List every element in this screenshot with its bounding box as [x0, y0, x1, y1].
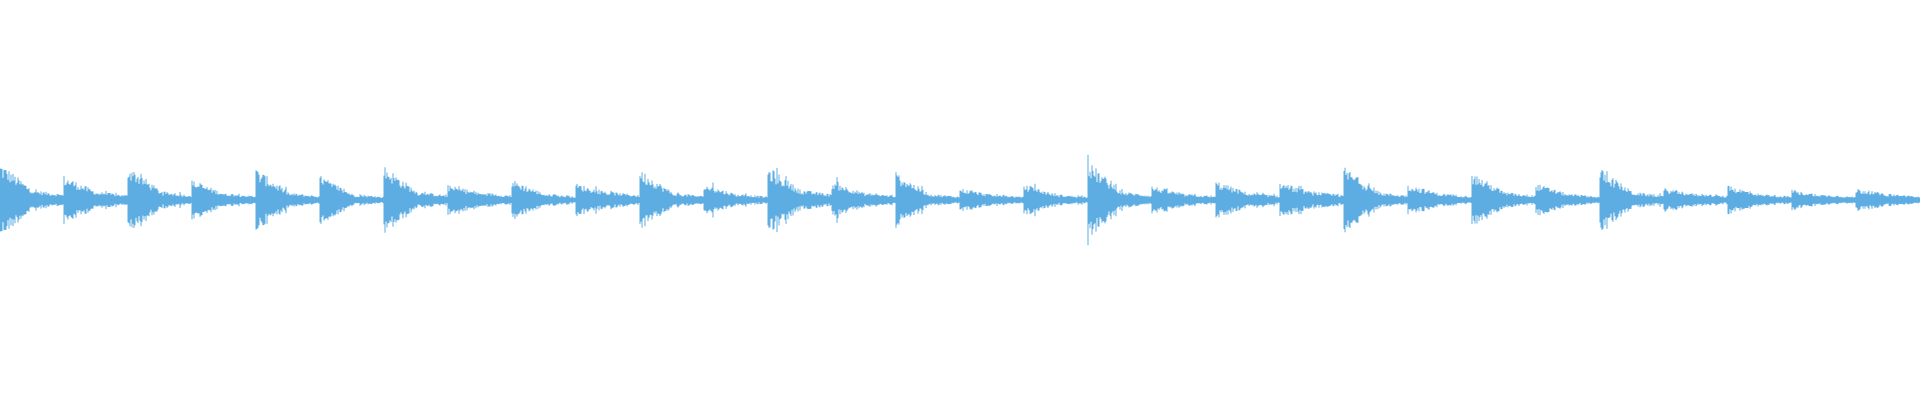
waveform-center-line: [0, 198, 1920, 202]
waveform-bars: [0, 154, 1920, 246]
